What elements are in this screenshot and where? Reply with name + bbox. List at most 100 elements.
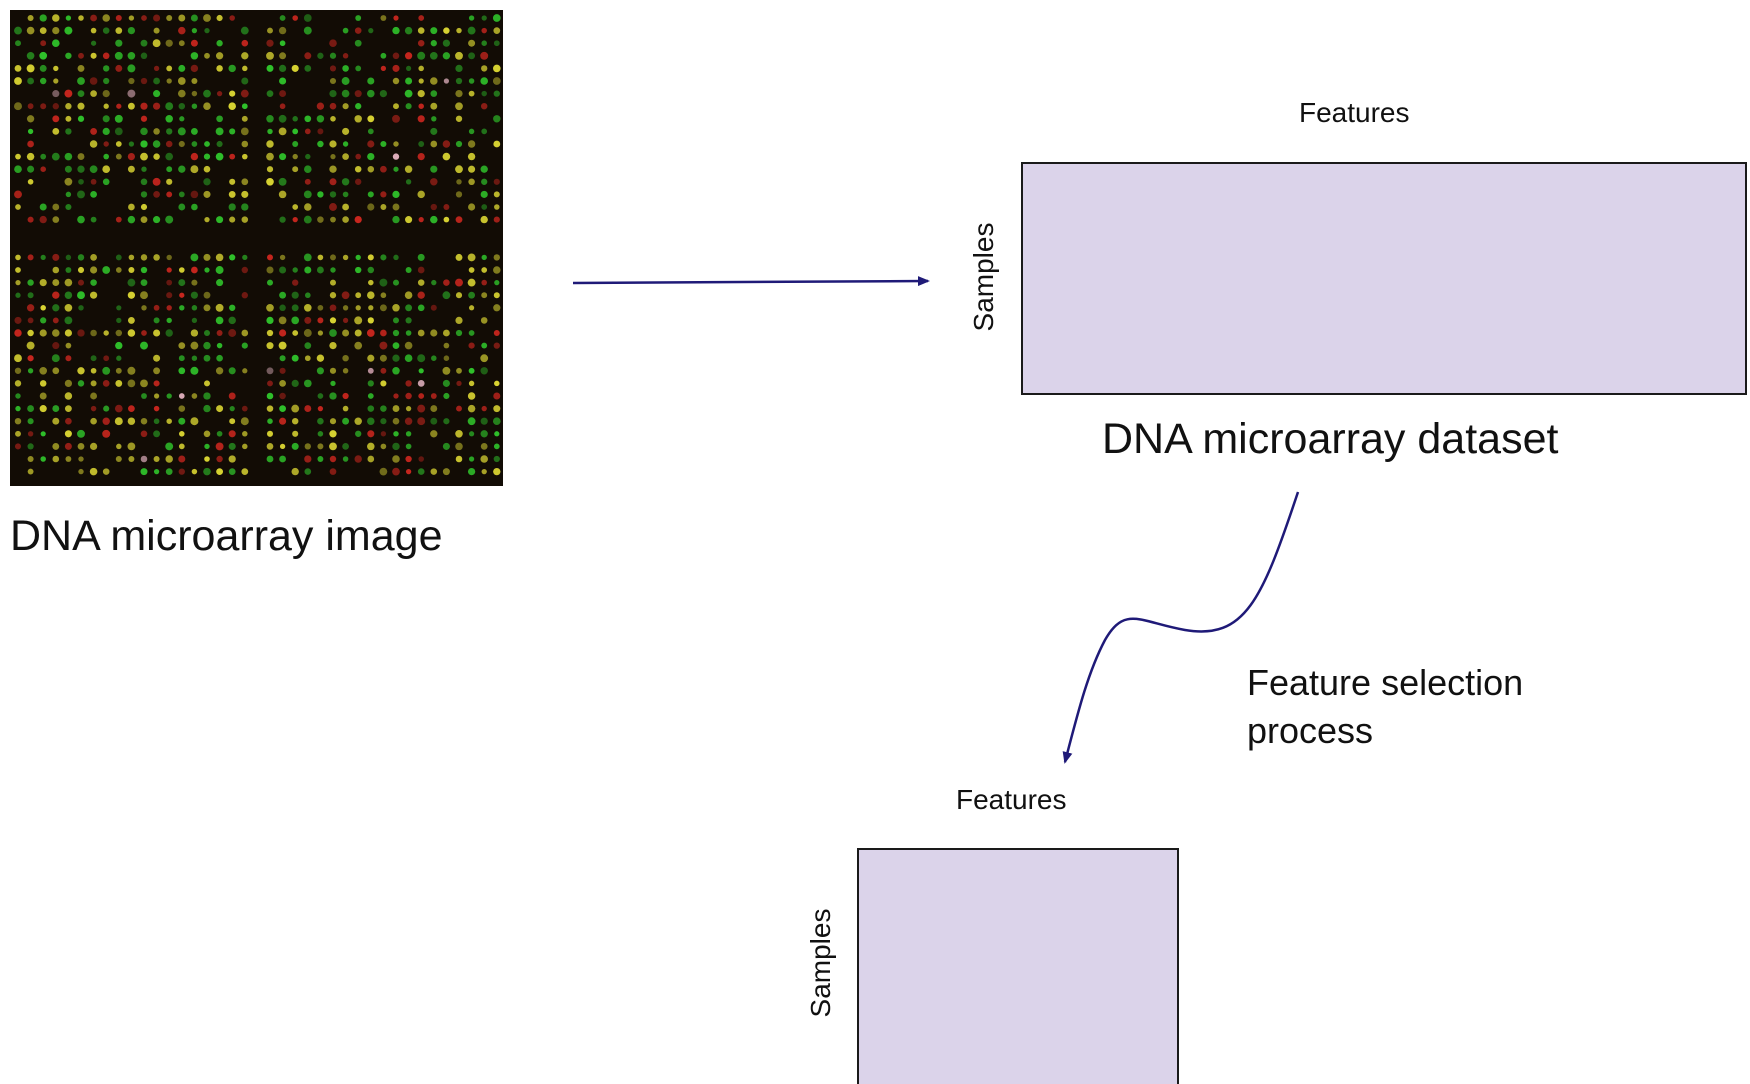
microarray-spot bbox=[468, 291, 476, 299]
microarray-spot bbox=[115, 153, 122, 160]
microarray-spot bbox=[203, 291, 211, 299]
microarray-spot bbox=[228, 203, 236, 211]
microarray-spot bbox=[178, 165, 186, 173]
microarray-spot bbox=[203, 102, 211, 110]
microarray-spot bbox=[304, 355, 311, 362]
microarray-spot bbox=[39, 329, 47, 337]
microarray-spot bbox=[317, 128, 324, 135]
microarray-spot bbox=[14, 417, 22, 425]
microarray-spot bbox=[429, 51, 438, 60]
microarray-spot bbox=[78, 305, 84, 311]
microarray-spot bbox=[52, 317, 59, 324]
microarray-spot bbox=[392, 114, 400, 123]
microarray-spot bbox=[291, 404, 300, 413]
microarray-spot bbox=[355, 65, 362, 72]
microarray-spot bbox=[27, 165, 35, 173]
microarray-spot bbox=[304, 455, 312, 463]
microarray-spot bbox=[304, 65, 312, 72]
microarray-spot bbox=[430, 140, 438, 148]
microarray-spot bbox=[291, 379, 299, 387]
microarray-spot bbox=[292, 116, 298, 122]
microarray-spot bbox=[15, 430, 21, 437]
microarray-spot bbox=[190, 64, 199, 73]
microarray-spot bbox=[494, 431, 500, 437]
microarray-spot bbox=[404, 341, 413, 350]
microarray-spot bbox=[27, 103, 34, 110]
microarray-spot bbox=[140, 379, 148, 388]
microarray-spot bbox=[494, 279, 500, 286]
microarray-spot bbox=[190, 165, 199, 174]
microarray-spot bbox=[494, 204, 500, 210]
microarray-spot bbox=[480, 190, 488, 198]
microarray-spot bbox=[279, 291, 287, 299]
microarray-spot bbox=[65, 52, 72, 59]
microarray-spot bbox=[228, 316, 236, 325]
microarray-spot bbox=[140, 140, 148, 148]
microarray-spot bbox=[52, 103, 59, 110]
microarray-spot bbox=[53, 78, 59, 84]
microarray-spot bbox=[279, 367, 286, 374]
microarray-spot bbox=[342, 216, 349, 223]
microarray-spot bbox=[15, 405, 21, 412]
microarray-spot bbox=[127, 329, 136, 337]
microarray-spot bbox=[431, 355, 437, 361]
microarray-spot bbox=[116, 103, 122, 109]
microarray-spot bbox=[102, 27, 110, 34]
microarray-spot bbox=[178, 14, 186, 22]
microarray-spot bbox=[493, 115, 501, 123]
microarray-spot bbox=[115, 267, 122, 273]
microarray-spot bbox=[417, 291, 425, 299]
microarray-spot bbox=[380, 380, 387, 387]
microarray-spot bbox=[279, 304, 286, 312]
microarray-image-caption: DNA microarray image bbox=[10, 512, 443, 560]
microarray-spot bbox=[140, 203, 148, 211]
microarray-spot bbox=[90, 127, 98, 135]
feature-selection-label-line2: process bbox=[1247, 710, 1374, 751]
microarray-spot bbox=[65, 128, 72, 135]
microarray-spot bbox=[405, 405, 412, 412]
microarray-spot bbox=[303, 190, 312, 199]
microarray-spot bbox=[27, 279, 34, 286]
microarray-spot bbox=[64, 177, 73, 186]
microarray-spot bbox=[40, 40, 47, 47]
microarray-spot bbox=[203, 392, 211, 400]
microarray-spot bbox=[380, 165, 387, 173]
microarray-spot bbox=[304, 165, 312, 173]
microarray-spot bbox=[380, 65, 387, 72]
microarray-spot bbox=[64, 303, 73, 312]
microarray-spot bbox=[304, 203, 312, 211]
microarray-spot bbox=[329, 165, 337, 173]
microarray-spot bbox=[467, 253, 476, 262]
microarray-spot bbox=[367, 266, 375, 274]
microarray-spot bbox=[64, 379, 73, 388]
microarray-spot bbox=[216, 430, 223, 437]
microarray-spot bbox=[279, 15, 286, 21]
microarray-spot bbox=[443, 78, 450, 84]
microarray-spot bbox=[141, 330, 147, 336]
microarray-spot bbox=[316, 367, 324, 375]
microarray-spot bbox=[102, 165, 111, 174]
microarray-spot bbox=[215, 52, 224, 60]
microarray-spot bbox=[430, 102, 438, 110]
microarray-spot bbox=[342, 53, 349, 59]
microarray-spot bbox=[166, 305, 172, 311]
microarray-spot bbox=[166, 15, 173, 21]
microarray-spot bbox=[279, 216, 286, 223]
microarray-spot bbox=[341, 291, 350, 300]
microarray-spot bbox=[354, 417, 362, 425]
microarray-spot bbox=[342, 443, 349, 450]
microarray-spot bbox=[493, 392, 501, 400]
feature-selection-label-line1: Feature selection bbox=[1247, 662, 1524, 703]
microarray-spot bbox=[392, 367, 400, 375]
microarray-spot bbox=[342, 354, 349, 362]
microarray-spot bbox=[140, 417, 148, 425]
microarray-spot bbox=[204, 443, 210, 450]
microarray-spot bbox=[417, 152, 425, 161]
microarray-spot bbox=[493, 304, 501, 312]
microarray-spot bbox=[392, 153, 400, 160]
microarray-spot bbox=[291, 417, 299, 425]
microarray-spot bbox=[191, 317, 198, 324]
microarray-spot bbox=[216, 455, 223, 463]
microarray-spot bbox=[191, 305, 198, 311]
